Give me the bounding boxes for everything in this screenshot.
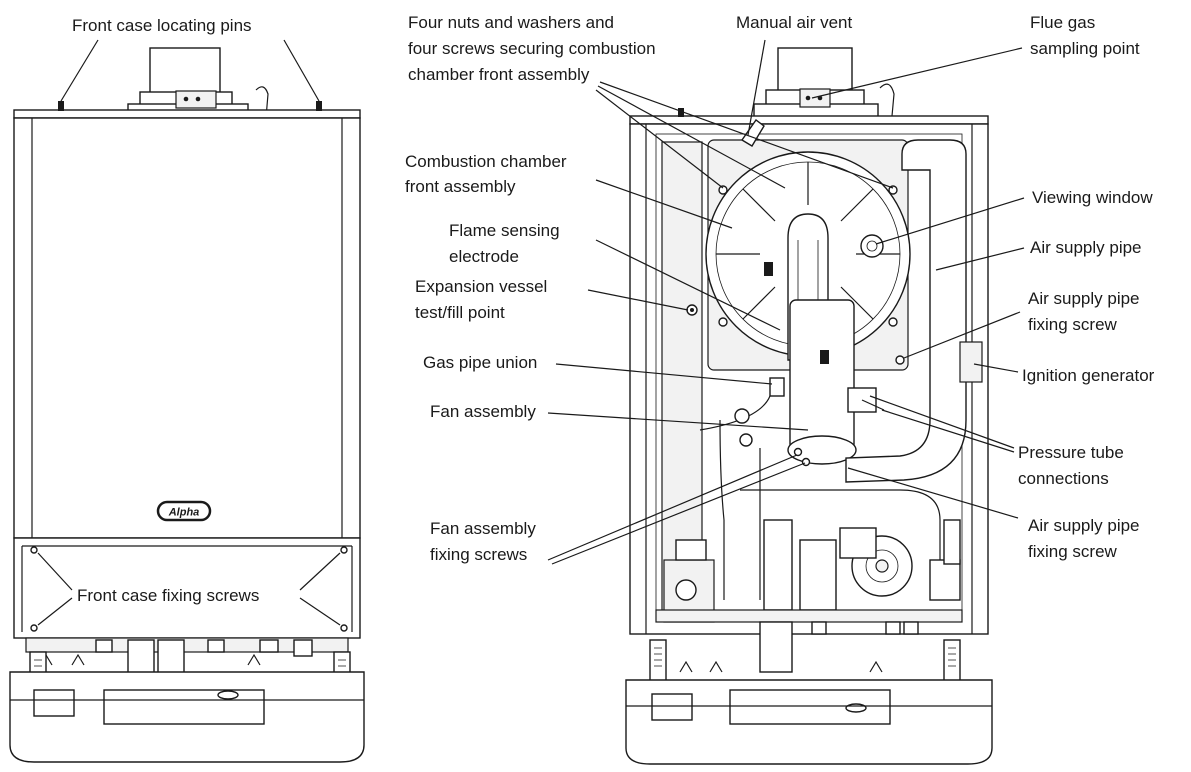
leader-lines xyxy=(37,39,1025,626)
boiler-front-view: Alpha xyxy=(9,47,365,763)
label-fan-assembly-fixing-line-2: fixing screws xyxy=(430,545,527,564)
label-four-nuts-line-3: chamber front assembly xyxy=(408,65,590,84)
label-four-nuts-line-2: four screws securing combustion xyxy=(408,39,656,58)
label-ignition-generator: Ignition generator xyxy=(1022,366,1155,385)
label-pressure-tube-line-1: Pressure tube xyxy=(1018,443,1124,462)
alpha-logo: Alpha xyxy=(156,500,212,522)
label-flame-sensing-line-1: Flame sensing xyxy=(449,221,560,240)
callout-labels: Front case locating pins Front case fixi… xyxy=(72,13,1155,605)
label-flame-sensing-line-2: electrode xyxy=(449,247,519,266)
label-viewing-window: Viewing window xyxy=(1032,188,1153,207)
label-four-nuts-line-1: Four nuts and washers and xyxy=(408,13,614,32)
boiler-internal-underside xyxy=(649,621,961,685)
label-air-supply-fixing-top-line-2: fixing screw xyxy=(1028,315,1118,334)
front-case-fixing-screw-markers xyxy=(30,546,348,632)
label-gas-pipe-union: Gas pipe union xyxy=(423,353,537,372)
label-pressure-tube-line-2: connections xyxy=(1018,469,1109,488)
label-air-supply-fixing-top-line-1: Air supply pipe xyxy=(1028,289,1140,308)
label-air-supply-fixing-bottom-line-2: fixing screw xyxy=(1028,542,1118,561)
label-front-case-fixing-screws: Front case fixing screws xyxy=(77,586,259,605)
label-manual-air-vent: Manual air vent xyxy=(736,13,853,32)
label-expansion-vessel-line-2: test/fill point xyxy=(415,303,505,322)
label-expansion-vessel-line-1: Expansion vessel xyxy=(415,277,547,296)
label-flue-gas-line-2: sampling point xyxy=(1030,39,1140,58)
label-fan-assembly: Fan assembly xyxy=(430,402,536,421)
label-fan-assembly-fixing-line-1: Fan assembly xyxy=(430,519,536,538)
label-flue-gas-line-1: Flue gas xyxy=(1030,13,1095,32)
label-front-case-locating-pins: Front case locating pins xyxy=(72,16,252,35)
label-combustion-chamber-line-2: front assembly xyxy=(405,177,516,196)
label-air-supply-fixing-bottom-line-1: Air supply pipe xyxy=(1028,516,1140,535)
logo-text: Alpha xyxy=(168,507,200,519)
boiler-internal-view xyxy=(625,47,993,765)
label-combustion-chamber-line-1: Combustion chamber xyxy=(405,152,567,171)
label-air-supply-pipe: Air supply pipe xyxy=(1030,238,1142,257)
